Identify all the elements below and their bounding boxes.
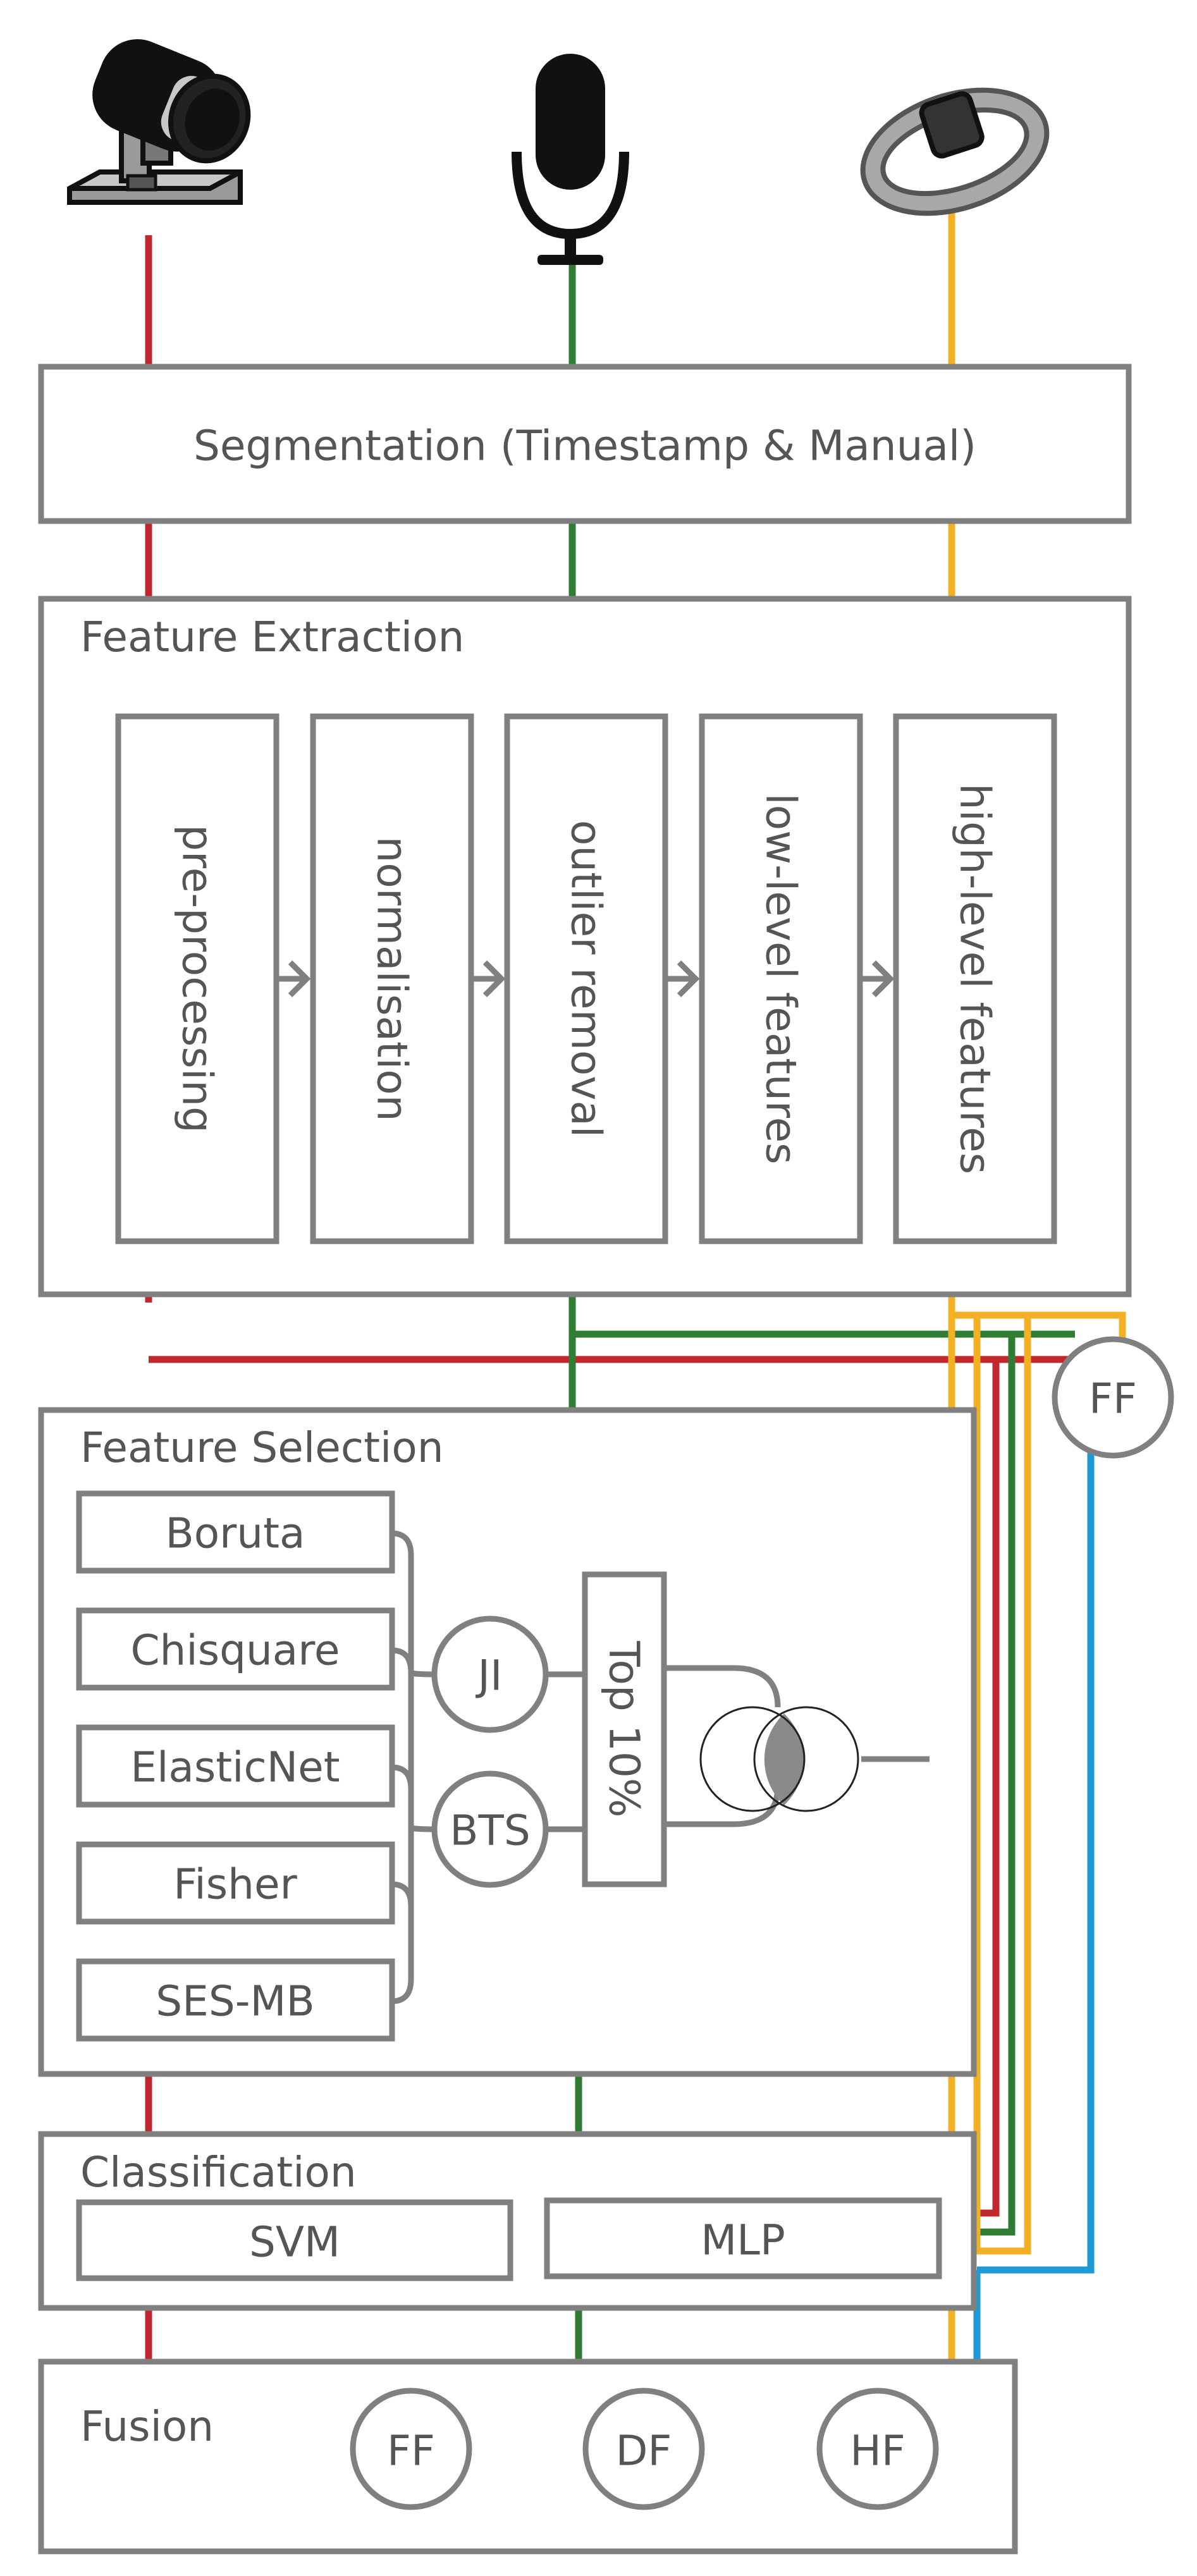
- segmentation-stage: Segmentation (Timestamp & Manual): [38, 364, 1132, 524]
- fusion-node: FF: [350, 2388, 472, 2510]
- early-fusion-label: FF: [1089, 1375, 1137, 1423]
- svg-text:SVM: SVM: [249, 2218, 340, 2267]
- feature-extraction-title: Feature Extraction: [80, 613, 464, 661]
- svg-text:normalisation: normalisation: [368, 837, 417, 1122]
- classifier: MLP: [544, 2197, 942, 2279]
- wire-wrist-ff: [952, 1311, 1126, 1344]
- early-fusion-node: FF: [1052, 1336, 1174, 1459]
- method-bracket: [391, 1530, 437, 2004]
- svg-text:JI: JI: [476, 1652, 503, 1700]
- svg-text:DF: DF: [616, 2427, 672, 2475]
- selection-method: ElasticNet: [76, 1724, 395, 1808]
- microphone-icon: [512, 54, 629, 265]
- wire-wrist-classifier-a: [977, 1315, 1031, 2255]
- classification-title: Classification: [80, 2148, 357, 2197]
- aggregator-node: BTS: [431, 1770, 549, 1888]
- wire-camera-classifier: [977, 1359, 1000, 2217]
- feature-selection-stage: Feature Selection Boruta Chisquare Elast…: [38, 1407, 977, 2077]
- svg-text:MLP: MLP: [701, 2216, 785, 2265]
- feature-extraction-step: pre-processing: [115, 713, 279, 1244]
- wire-ff-classifier: [977, 1448, 1095, 2274]
- svg-text:outlier removal: outlier removal: [562, 820, 611, 1138]
- step-arrow-icon: [279, 960, 311, 998]
- selection-method: Fisher: [76, 1841, 395, 1925]
- svg-text:Boruta: Boruta: [166, 1509, 305, 1558]
- fusion-node: HF: [816, 2388, 939, 2510]
- feature-extraction-stage: Feature Extraction pre-processing normal…: [38, 596, 1132, 1297]
- svg-text:pre-processing: pre-processing: [173, 825, 222, 1133]
- aggregator-node: JI: [431, 1616, 549, 1733]
- svg-text:ElasticNet: ElasticNet: [130, 1743, 340, 1792]
- fusion-title: Fusion: [80, 2402, 214, 2451]
- svg-text:HF: HF: [850, 2427, 905, 2475]
- feature-extraction-step: normalisation: [310, 713, 474, 1244]
- svg-text:FF: FF: [387, 2427, 435, 2475]
- camera-icon: [67, 39, 251, 205]
- wire-mic-classifier: [977, 1334, 1016, 2236]
- feature-extraction-step: outlier removal: [504, 713, 668, 1244]
- selection-method: Boruta: [76, 1490, 395, 1574]
- step-arrow-icon: [668, 960, 700, 998]
- step-arrow-icon: [862, 960, 895, 998]
- svg-text:low-level features: low-level features: [757, 793, 806, 1164]
- svg-text:BTS: BTS: [450, 1806, 531, 1855]
- feature-selection-title: Feature Selection: [80, 1423, 444, 1472]
- fusion-node: DF: [582, 2388, 705, 2510]
- step-arrow-icon: [474, 960, 506, 998]
- classification-stage: Classification SVM MLP: [38, 2131, 977, 2311]
- svg-text:Fisher: Fisher: [173, 1860, 297, 1909]
- segmentation-box: [38, 364, 1132, 524]
- segmentation-title: Segmentation (Timestamp & Manual): [193, 422, 976, 470]
- svg-text:Top 10%: Top 10%: [600, 1640, 649, 1817]
- svg-text:Chisquare: Chisquare: [130, 1626, 340, 1675]
- classifier: SVM: [76, 2199, 513, 2281]
- top-percent-box: Top 10%: [582, 1571, 667, 1887]
- svg-text:high-level features: high-level features: [951, 783, 1000, 1174]
- wristband-icon: [860, 87, 1050, 216]
- feature-extraction-step: high-level features: [893, 713, 1057, 1244]
- venn-intersection-icon: [699, 1706, 859, 1812]
- selection-method: SES-MB: [76, 1958, 395, 2042]
- selection-method: Chisquare: [76, 1607, 395, 1691]
- feature-extraction-step: low-level features: [699, 713, 863, 1244]
- svg-text:SES-MB: SES-MB: [156, 1977, 315, 2026]
- aggregator-connector: [546, 1671, 585, 1832]
- fusion-stage: Fusion FF DF HF: [38, 2358, 1018, 2555]
